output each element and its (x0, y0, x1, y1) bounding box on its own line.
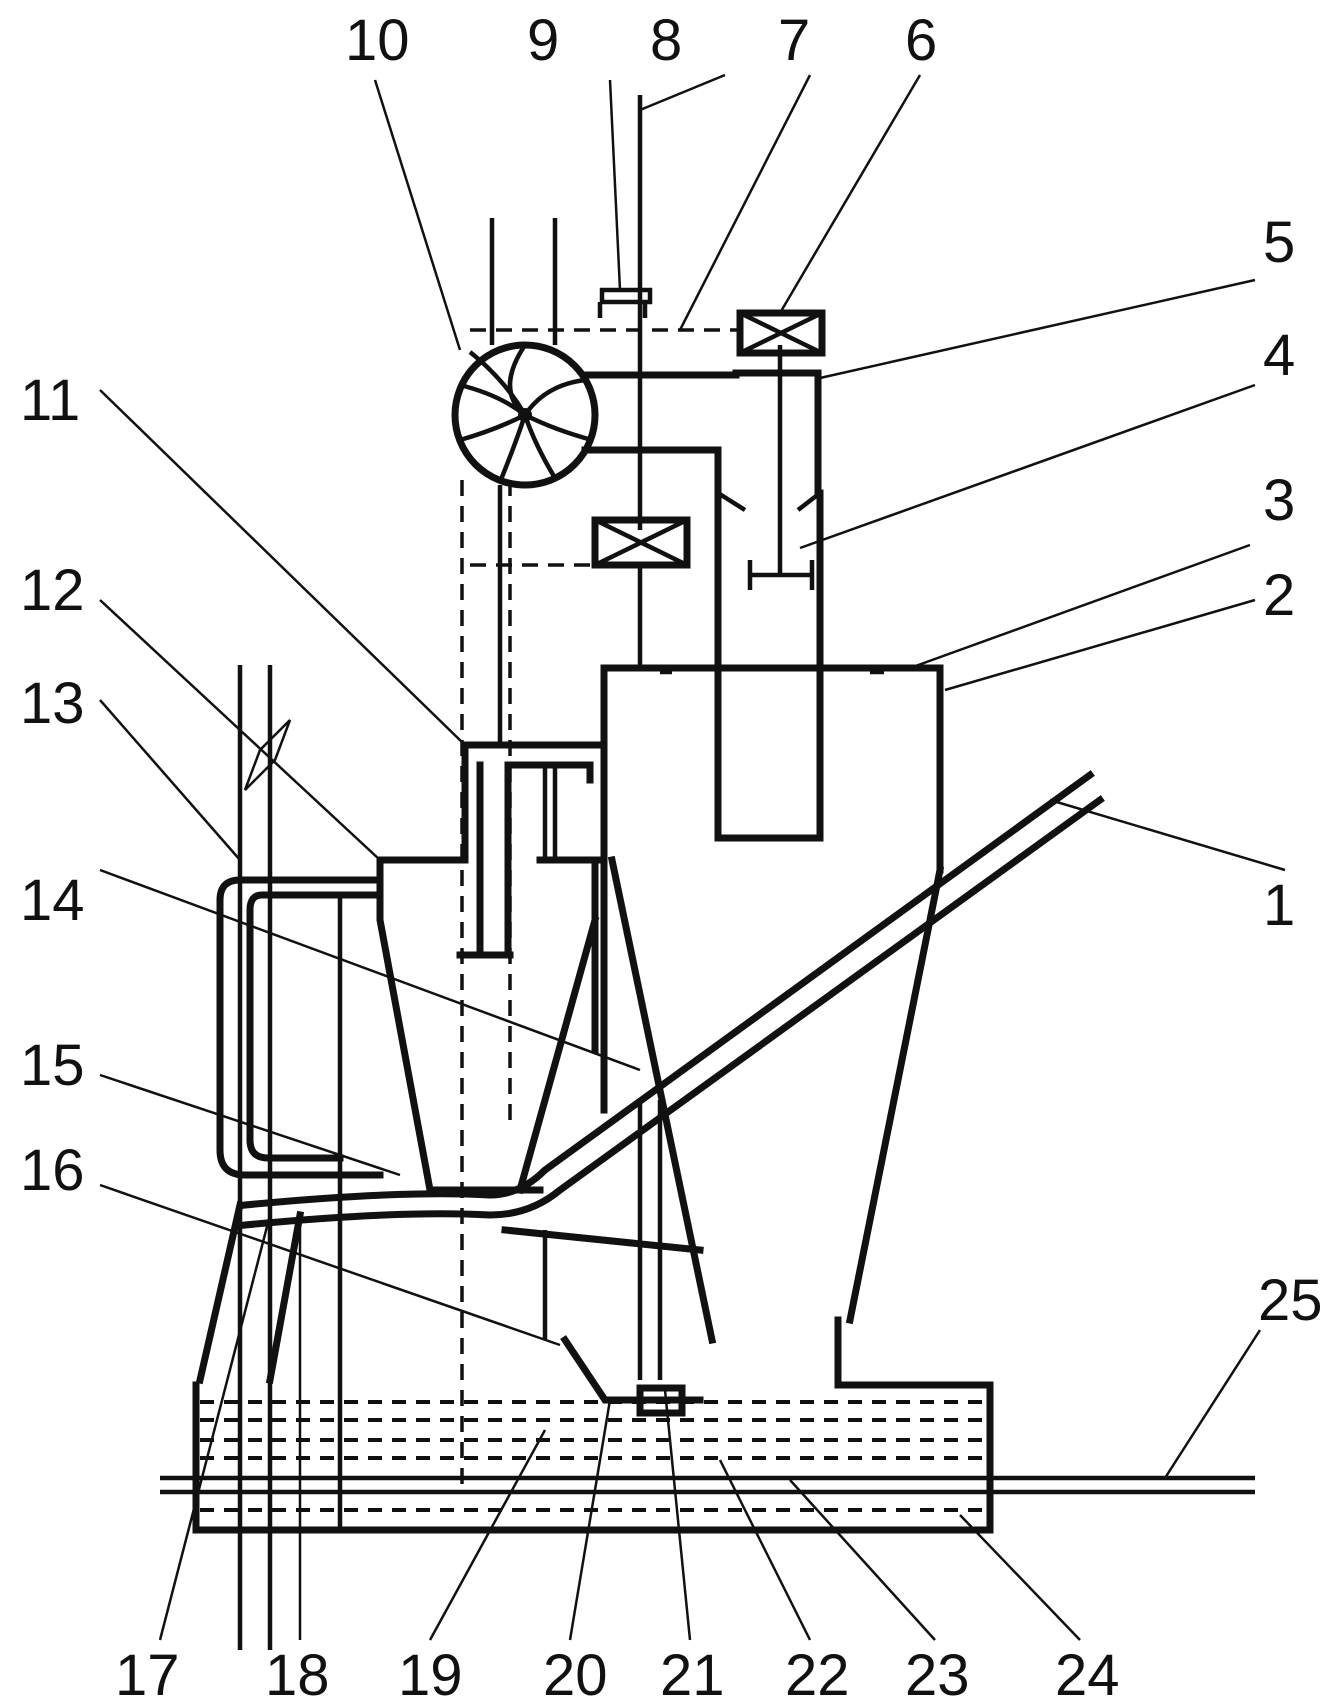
label-8: 8 (650, 8, 682, 73)
leader-lines (99, 73, 1286, 1641)
label-22: 22 (785, 1643, 850, 1707)
label-5: 5 (1263, 210, 1295, 275)
label-18: 18 (265, 1643, 330, 1707)
water-tank (160, 1316, 1255, 1534)
duct-5 (581, 371, 740, 497)
label-9: 9 (527, 8, 559, 73)
pipe-8 (591, 95, 691, 668)
fan-impeller-icon (451, 341, 599, 489)
inner-tube (714, 345, 824, 842)
inclined-pipe (241, 770, 1105, 1229)
label-1: 1 (1263, 873, 1295, 938)
label-4: 4 (1263, 323, 1295, 388)
label-23: 23 (905, 1643, 970, 1707)
cyclone (376, 741, 608, 1195)
label-16: 16 (20, 1138, 85, 1203)
label-17: 17 (115, 1643, 180, 1707)
label-25: 25 (1258, 1268, 1323, 1333)
label-12: 12 (20, 558, 85, 623)
label-6: 6 (905, 8, 937, 73)
label-3: 3 (1263, 468, 1295, 533)
label-20: 20 (543, 1643, 608, 1707)
label-19: 19 (398, 1643, 463, 1707)
label-7: 7 (778, 8, 810, 73)
fan-pipes (489, 218, 558, 745)
label-13: 13 (20, 671, 85, 736)
label-21: 21 (660, 1643, 725, 1707)
collector (195, 1100, 704, 1417)
label-15: 15 (20, 1033, 85, 1098)
label-11: 11 (20, 368, 80, 433)
left-pipe (216, 665, 384, 1650)
label-10: 10 (345, 8, 410, 73)
part-labels: 1 2 3 4 5 6 7 8 9 10 11 12 13 14 15 16 1… (20, 8, 1323, 1707)
label-2: 2 (1263, 563, 1295, 628)
label-14: 14 (20, 868, 85, 933)
label-24: 24 (1055, 1643, 1120, 1707)
